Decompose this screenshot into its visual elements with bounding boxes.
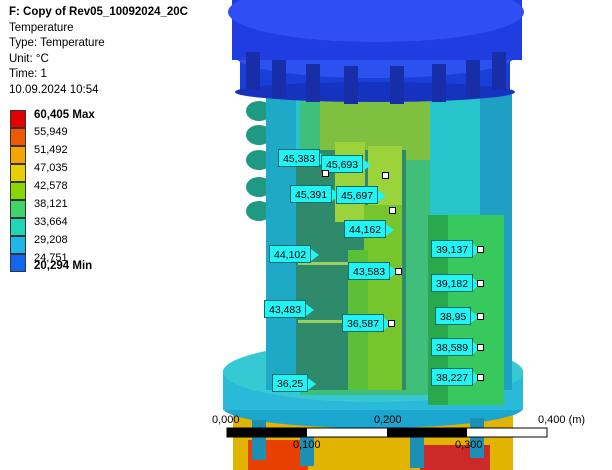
legend-swatch-2 (10, 146, 26, 164)
probe-label[interactable]: 45,693 (321, 155, 372, 173)
legend-swatch-8 (10, 254, 26, 272)
result-type: Type: Temperature (9, 37, 105, 49)
probe-pin (389, 207, 396, 214)
probe-label[interactable]: 45,391 (290, 185, 341, 203)
probe-label[interactable]: 44,102 (269, 245, 320, 263)
probe-label[interactable]: 38,227 (431, 368, 482, 386)
coil-stack (246, 101, 272, 221)
scale-label: 0,400 (m) (538, 414, 586, 426)
probe-pin (477, 280, 484, 287)
result-unit: Unit: °C (9, 52, 49, 65)
probe-label[interactable]: 36,587 (342, 314, 393, 332)
legend-level: 51,492 (34, 144, 68, 156)
probe-pin (477, 313, 484, 320)
legend-level: 24,751 (34, 252, 68, 264)
legend-level: 38,121 (34, 198, 68, 210)
probe-pin (395, 268, 402, 275)
probe-label[interactable]: 44,162 (344, 220, 395, 238)
result-kind: Temperature (9, 21, 74, 34)
probe-label[interactable]: 45,383 (278, 149, 329, 167)
probe-pin (477, 344, 484, 351)
probe-pin (477, 374, 484, 381)
scale-label: 0,000 (212, 414, 240, 426)
probe-pin (382, 172, 389, 179)
result-info: F: Copy of Rev05_10092024_20C Temperatur… (9, 5, 188, 98)
scale-bar (226, 427, 548, 438)
legend-swatch-0 (10, 110, 26, 128)
legend-swatch-4 (10, 182, 26, 200)
legend-level: 47,035 (34, 162, 68, 174)
legend-swatch-5 (10, 200, 26, 218)
legend-swatch-1 (10, 128, 26, 146)
scale-label: 0,300 (455, 439, 483, 451)
legend-swatch-3 (10, 164, 26, 182)
probe-pin (477, 246, 484, 253)
legend-swatch-7 (10, 236, 26, 254)
result-time: Time: 1 (9, 68, 47, 80)
probe-label[interactable]: 43,583 (348, 262, 399, 280)
legend-max: 60,405 Max (34, 109, 95, 121)
top-flange (228, 0, 524, 104)
probe-label[interactable]: 38,589 (431, 338, 482, 356)
result-title: F: Copy of Rev05_10092024_20C (9, 6, 188, 18)
probe-label[interactable]: 38,95 (435, 307, 480, 325)
result-date: 10.09.2024 10:54 (9, 83, 99, 96)
probe-pin (388, 320, 395, 327)
probe-label[interactable]: 39,137 (431, 240, 482, 258)
legend-level: 33,664 (34, 216, 68, 228)
probe-label[interactable]: 45,697 (336, 186, 387, 204)
legend-min: 20,294 Min (34, 260, 93, 272)
probe-label[interactable]: 43,483 (264, 300, 315, 318)
scale-label: 0,100 (293, 439, 321, 451)
legend-swatch-6 (10, 218, 26, 236)
legend-level: 29,208 (34, 234, 68, 246)
probe-label[interactable]: 39,182 (431, 274, 482, 292)
probe-pin (322, 170, 329, 177)
probe-label[interactable]: 36,25 (272, 374, 317, 392)
legend-level: 42,578 (34, 180, 68, 192)
legend-level: 55,949 (34, 126, 68, 138)
scale-label: 0,200 (374, 414, 402, 426)
